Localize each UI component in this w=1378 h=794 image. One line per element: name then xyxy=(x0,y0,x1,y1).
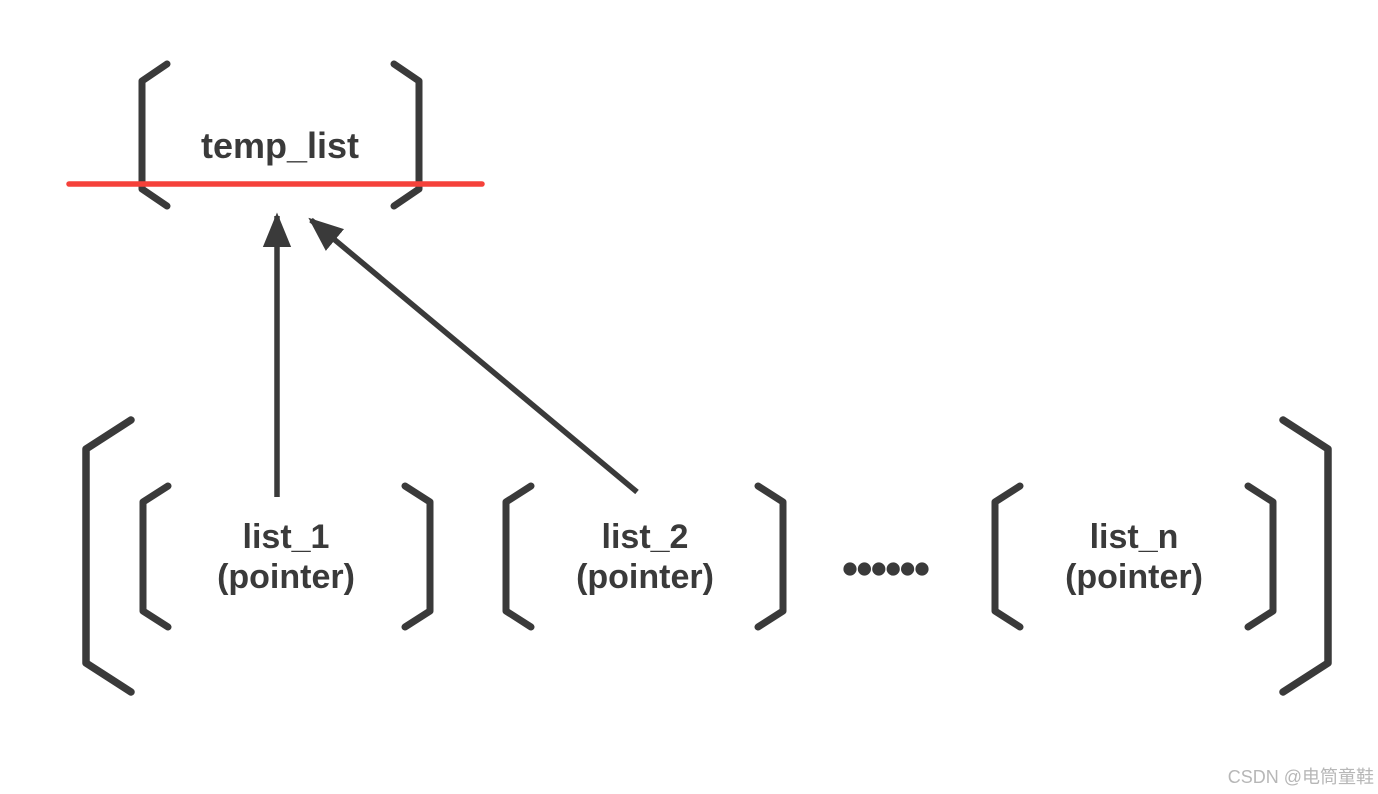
list-2-left-bracket xyxy=(502,482,535,631)
outer-list-brackets xyxy=(82,416,1332,696)
list-n-label: list_n xyxy=(1090,518,1179,556)
ellipsis-dot xyxy=(901,562,915,576)
ellipsis-dots xyxy=(843,562,929,576)
ellipsis-dot xyxy=(872,562,886,576)
list-n-left-bracket xyxy=(991,482,1024,631)
temp-list-label: temp_list xyxy=(201,125,359,166)
ellipsis-dot xyxy=(857,562,872,576)
list-1-label: list_1 xyxy=(243,518,330,556)
list-1-node: list_1 (pointer) xyxy=(139,482,434,631)
arrow-list2-to-temp xyxy=(308,217,639,495)
ellipsis-dot xyxy=(886,562,900,576)
list-1-left-bracket xyxy=(139,482,172,631)
temp-list-left-bracket xyxy=(138,60,171,210)
list-n-node: list_n (pointer) xyxy=(991,482,1277,631)
list-2-sublabel: (pointer) xyxy=(576,558,714,596)
list-2-node: list_2 (pointer) xyxy=(502,482,787,631)
outer-left-bracket xyxy=(82,416,135,696)
list-n-sublabel: (pointer) xyxy=(1065,558,1203,596)
ellipsis-dot xyxy=(915,562,929,576)
list-1-sublabel: (pointer) xyxy=(217,558,355,596)
list-1-right-bracket xyxy=(401,482,434,631)
list-2-right-bracket xyxy=(754,482,787,631)
list-n-right-bracket xyxy=(1244,482,1277,631)
list-2-label: list_2 xyxy=(602,518,689,556)
pointer-arrows xyxy=(262,212,639,497)
outer-right-bracket xyxy=(1279,416,1332,696)
watermark: CSDN @电筒童鞋 xyxy=(1228,767,1374,787)
ellipsis-dot xyxy=(843,562,857,576)
temp-list-right-bracket xyxy=(390,60,423,210)
temp-list-node: temp_list xyxy=(66,60,485,210)
